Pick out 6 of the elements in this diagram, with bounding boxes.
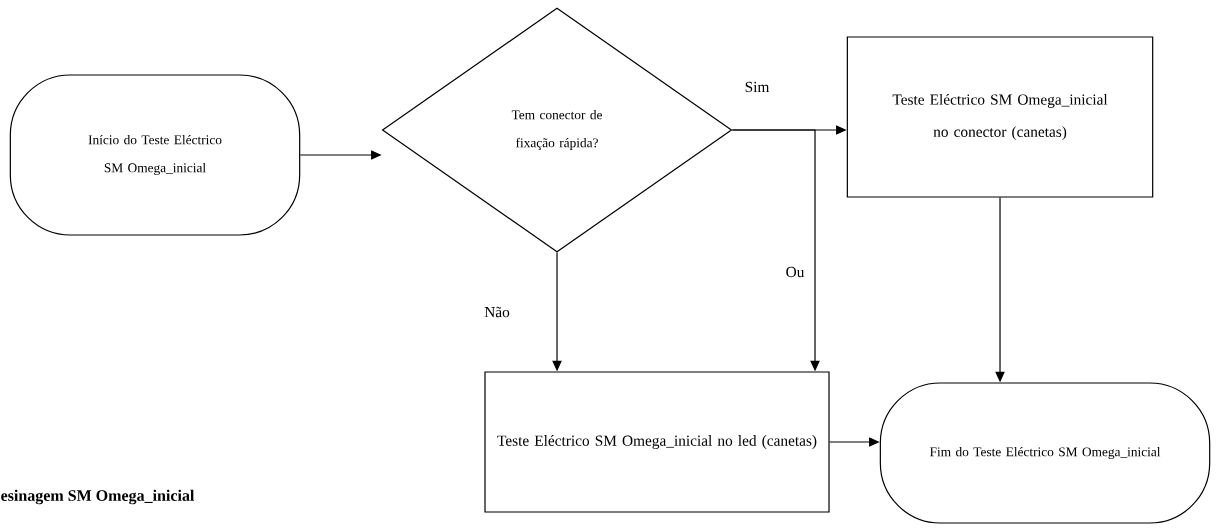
edge-label: Ou — [784, 265, 806, 279]
edge-label: Sim — [743, 80, 771, 94]
edge-label: Não — [482, 305, 512, 319]
process-box: Teste Eléctrico SM Omega_inicial no led (canetas) — [484, 371, 830, 513]
process-box: Teste Eléctrico SM Omega_inicial no conector (canetas) — [846, 36, 1154, 198]
heading-text: esinagem SM Omega_inicial — [1, 489, 195, 505]
